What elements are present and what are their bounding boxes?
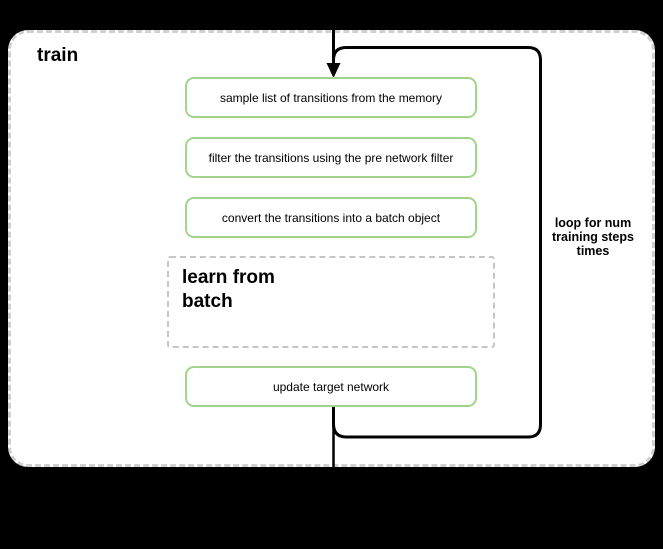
arrowhead-icon <box>326 63 341 78</box>
loop-path <box>332 46 542 439</box>
step-label: update target network <box>272 379 390 394</box>
process-title: train <box>37 45 79 66</box>
loop-annotation-line: loop for num <box>554 216 632 230</box>
step-label: sample list of transitions from the memo… <box>219 90 443 105</box>
step-convert-batch: convert the transitions into a batch obj… <box>185 197 477 238</box>
step-update-target-network: update target network <box>185 366 477 407</box>
loop-annotation: loop for num training steps times <box>543 216 643 258</box>
loop-annotation-line: training steps <box>552 230 634 244</box>
step-sample-transitions: sample list of transitions from the memo… <box>185 77 477 118</box>
subprocess-learn-from-batch: learn from batch <box>167 256 495 348</box>
step-filter-transitions: filter the transitions using the pre net… <box>185 137 477 178</box>
subprocess-label-line: batch <box>182 291 233 312</box>
subprocess-label-line: learn from <box>182 267 275 288</box>
loop-annotation-line: times <box>576 244 610 258</box>
step-label: convert the transitions into a batch obj… <box>221 210 441 225</box>
step-label: filter the transitions using the pre net… <box>208 150 454 165</box>
